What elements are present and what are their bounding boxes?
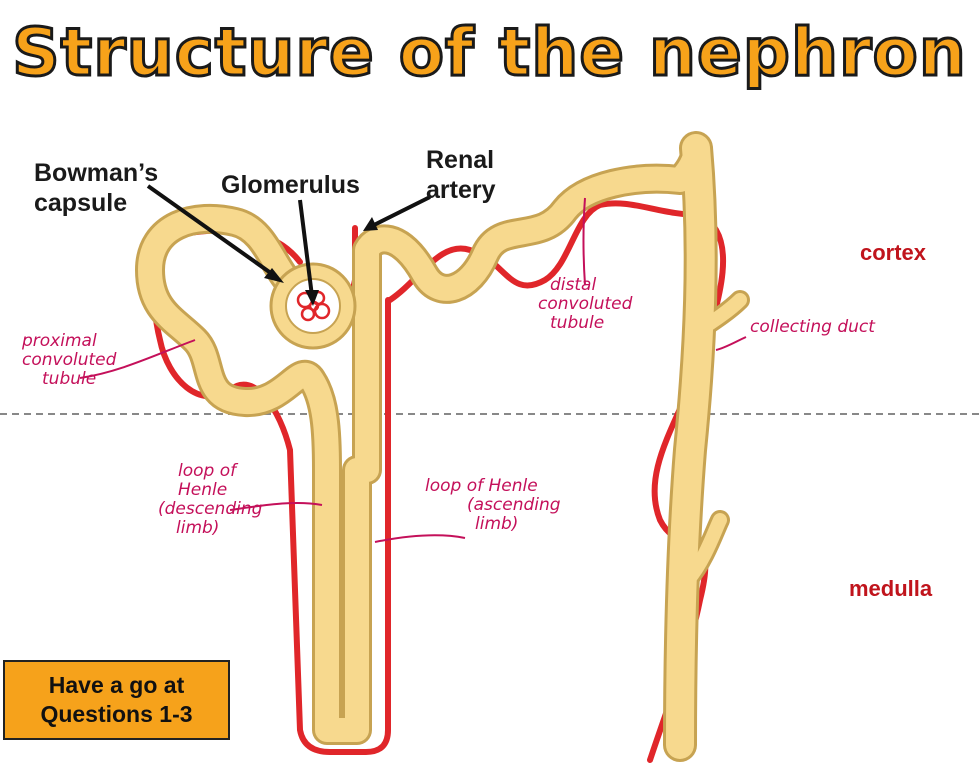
nephron-tubule-fill <box>138 134 747 759</box>
arrow-heads <box>264 217 378 306</box>
loop-descending-note: loop of Henle (descending limb) <box>158 461 263 538</box>
annotation-arrows <box>79 197 747 543</box>
cortex-label: cortex <box>860 240 927 265</box>
glomerulus-label: Glomerulus <box>221 171 360 199</box>
medulla-label: medulla <box>849 576 933 601</box>
renal-artery-label: Renal artery <box>426 146 496 204</box>
questions-callout: Have a go at Questions 1-3 <box>3 660 230 740</box>
bowmans-capsule-label: Bowman’s capsule <box>34 159 159 217</box>
nephron-tubule <box>135 131 750 762</box>
label-arrows <box>146 184 431 297</box>
loop-ascending-note: loop of Henle (ascending limb) <box>425 476 561 534</box>
distal-tubule-note: distal convoluted tubule <box>538 275 633 333</box>
page-title: Structure of the nephron <box>11 13 968 93</box>
collecting-duct-note: collecting duct <box>750 317 875 337</box>
proximal-tubule-note: proximal convoluted tubule <box>22 331 117 389</box>
